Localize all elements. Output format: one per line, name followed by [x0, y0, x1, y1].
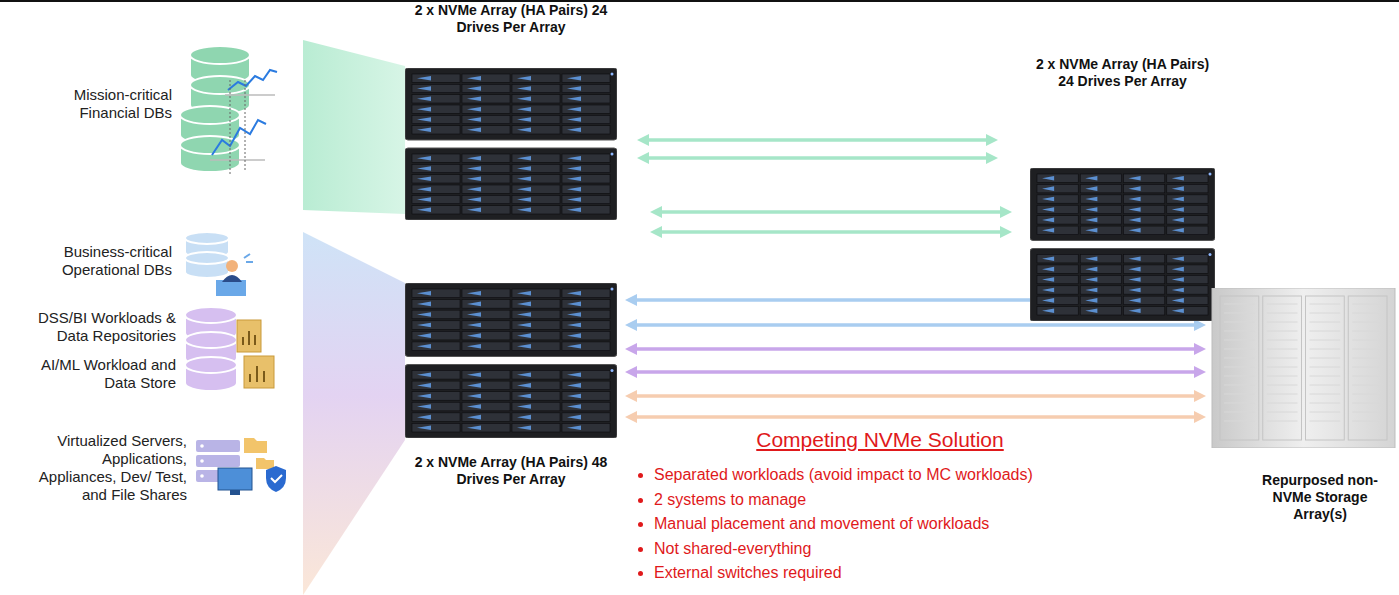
array-chassis [1030, 249, 1215, 322]
operational-db-icon [185, 232, 253, 296]
replication-arrow [625, 343, 1206, 355]
replication-arrow [637, 152, 998, 164]
array-chassis [405, 148, 617, 220]
mixed-funnel [303, 232, 405, 595]
storage-array: 2 x NVMe Array (HA Pairs) 24 Drives Per … [405, 2, 617, 220]
solution-title: Competing NVMe Solution [690, 428, 1070, 452]
array-heading: 2 x NVMe Array (HA Pairs) 24 Drives Per … [1030, 56, 1215, 90]
replication-arrow [625, 411, 1206, 423]
nvme-array-art [1030, 168, 1215, 321]
array-chassis [1030, 168, 1215, 241]
storage-array: Repurposed non-NVMe Storage Array(s) [1210, 288, 1397, 523]
bullet-point: External switches required [654, 561, 1033, 586]
replication-arrow [650, 206, 1012, 218]
bullet-point: Not shared-everything [654, 537, 1033, 562]
replication-arrow [650, 226, 1012, 238]
storage-array: 2 x NVMe Array (HA Pairs) 48 Drives Per … [405, 283, 617, 488]
array-chassis [405, 283, 617, 357]
replication-arrow [637, 134, 998, 146]
dss-ai-icon [185, 307, 274, 391]
array-heading: Repurposed non-NVMe Storage Array(s) [1245, 472, 1395, 523]
non-nvme-cabinet [1210, 288, 1397, 448]
servers-icon [196, 438, 286, 495]
storage-array: 2 x NVMe Array (HA Pairs) 24 Drives Per … [1030, 56, 1215, 321]
array-chassis [405, 365, 617, 439]
nvme-array-art [405, 283, 617, 438]
financial-db-icon [180, 46, 277, 175]
workload-label: Mission-critical Financial DBs [20, 86, 172, 122]
workload-label: Virtualized Servers, Applications, Appli… [22, 432, 187, 504]
green-funnel [303, 40, 405, 214]
workload-label: Business-critical Operational DBs [20, 243, 172, 279]
cabinet [1212, 288, 1395, 448]
replication-arrow [625, 366, 1206, 378]
top-rule [0, 0, 1399, 2]
replication-arrow [625, 390, 1206, 402]
array-heading: 2 x NVMe Array (HA Pairs) 48 Drives Per … [405, 454, 617, 488]
bullet-point: Manual placement and movement of workloa… [654, 512, 1033, 537]
bullet-point: Separated workloads (avoid impact to MC … [654, 463, 1033, 488]
workload-label: AI/ML Workload and Data Store [22, 356, 176, 392]
bullet-list: Separated workloads (avoid impact to MC … [636, 463, 1033, 586]
array-heading: 2 x NVMe Array (HA Pairs) 24 Drives Per … [405, 2, 617, 36]
workload-label: DSS/BI Workloads & Data Repositories [22, 309, 176, 345]
nvme-array-art [405, 68, 617, 220]
array-chassis [405, 68, 617, 140]
bullet-point: 2 systems to manage [654, 488, 1033, 513]
